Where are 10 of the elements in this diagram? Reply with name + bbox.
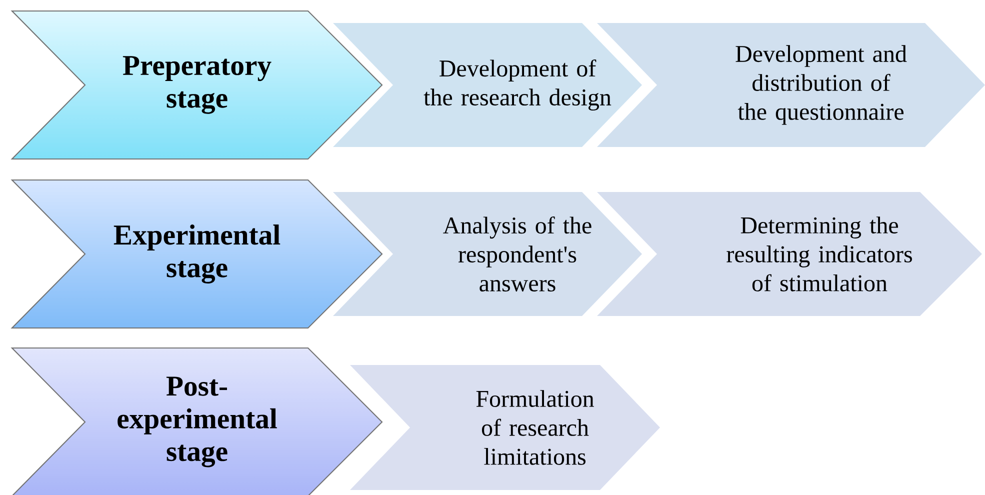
step-label-box: Determining the resulting indicators of stimulation xyxy=(597,192,982,316)
step-label-box: Development of the research design xyxy=(333,23,642,147)
node-label: Determining the resulting indicators of stimulation xyxy=(726,216,912,292)
step-label-box: Analysis of the respondent's answers xyxy=(333,192,642,316)
step-label-box: Formulation of research limitations xyxy=(350,365,660,490)
node-label: Development and distribution of the questionnaire xyxy=(736,45,907,125)
stage-label-box: Experimental stage xyxy=(10,179,383,329)
node-label: Analysis of the respondent's answers xyxy=(443,216,592,292)
stage-label-box: Post-experimental stage xyxy=(10,347,383,495)
stage-label-box: Preperatory stage xyxy=(10,10,383,160)
